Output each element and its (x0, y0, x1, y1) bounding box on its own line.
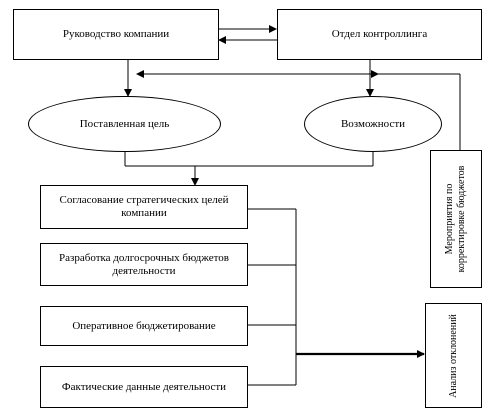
budget-adjustment-box: Мероприятия по корректировке бюджетов (430, 150, 482, 288)
strategic-goals-label: Согласование стратегических целей компан… (59, 194, 229, 219)
budget-adjustment-label: Мероприятия по корректировке бюджетов (444, 165, 467, 273)
deviation-analysis-label: Анализ отклонений (447, 313, 459, 398)
long-term-budgets-box: Разработка долгосрочных бюджетов деятель… (40, 243, 248, 286)
deviation-analysis-box: Анализ отклонений (425, 303, 482, 408)
goal-label: Поставленная цель (79, 118, 170, 130)
controlling-label: Отдел контроллинга (331, 28, 428, 40)
actual-data-label: Фактические данные деятельности (61, 380, 227, 393)
long-term-budgets-label: Разработка долгосрочных бюджетов деятель… (59, 251, 229, 277)
opportunities-label: Возможности (340, 118, 406, 130)
strategic-goals-box: Согласование стратегических целей компан… (40, 185, 248, 229)
management-box: Руководство компании (13, 9, 219, 60)
operational-budgeting-box: Оперативное бюджетирование (40, 306, 248, 346)
management-label: Руководство компании (62, 28, 170, 40)
actual-data-box: Фактические данные деятельности (40, 366, 248, 408)
controlling-box: Отдел контроллинга (277, 9, 482, 60)
operational-budgeting-label: Оперативное бюджетирование (72, 319, 216, 332)
goal-ellipse: Поставленная цель (28, 96, 221, 152)
opportunities-ellipse: Возможности (304, 96, 442, 152)
